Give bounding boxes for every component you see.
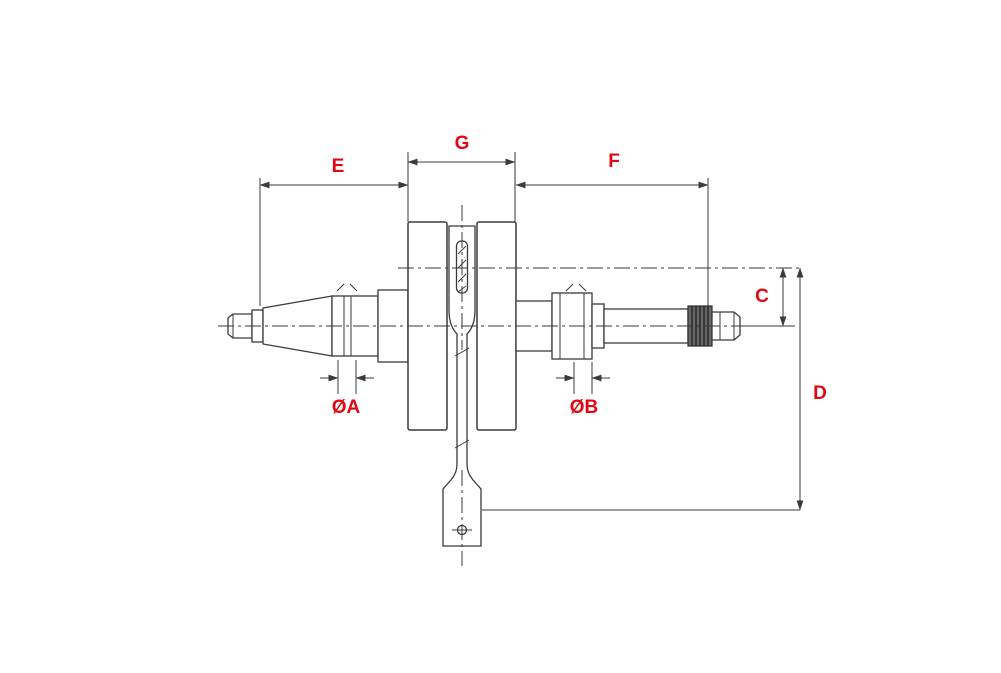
label-G: G (455, 133, 470, 154)
dimension-D (482, 267, 804, 511)
dimension-F (515, 178, 709, 306)
crankshaft-drawing (227, 221, 741, 547)
dimension-G (407, 152, 516, 222)
dimension-C (745, 267, 795, 327)
dimension-dia-A (320, 360, 374, 394)
left-shaft (227, 283, 409, 363)
label-D: D (813, 383, 827, 404)
right-shaft (515, 283, 741, 360)
label-dia-A: ØA (332, 397, 361, 418)
label-E: E (332, 156, 345, 177)
dimension-labels: E G F C D ØA ØB (332, 133, 827, 418)
label-F: F (608, 151, 620, 172)
label-C: C (755, 286, 769, 307)
dimension-E (259, 178, 409, 306)
centerlines (218, 205, 800, 566)
label-dia-B: ØB (570, 397, 599, 418)
dimension-dia-B (556, 362, 610, 394)
